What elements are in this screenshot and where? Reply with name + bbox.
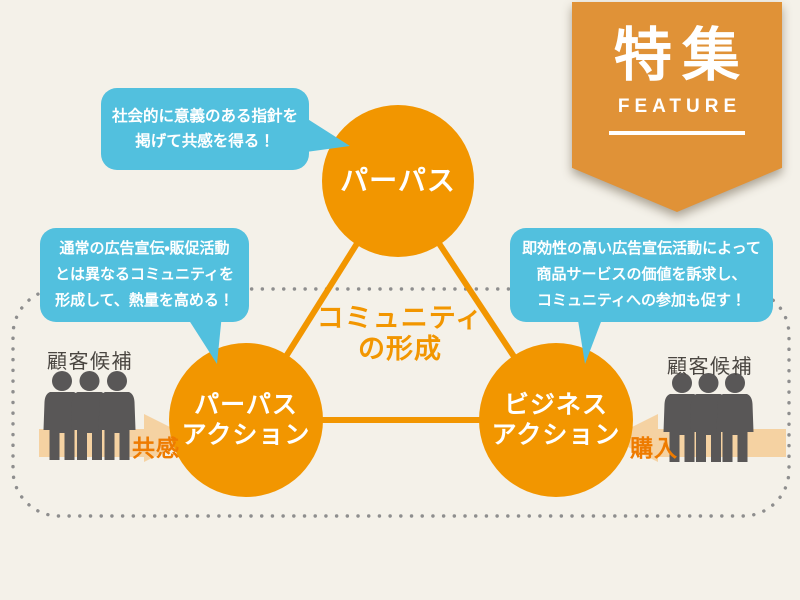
feature-ribbon-shape: 特集 FEATURE — [572, 2, 782, 212]
node-business-action-label: アクション — [491, 421, 621, 449]
community-formation-caption: コミュニティ の形成 — [300, 303, 500, 365]
bubble-text: とは異なるコミュニティを — [54, 266, 235, 283]
node-purpose-action-label: アクション — [181, 421, 311, 449]
feature-ribbon-title: 特集 — [613, 23, 750, 88]
purchase-arrow-label: 購入 — [630, 435, 678, 461]
bubble-text: コミュニティへの参加も促す！ — [536, 292, 747, 309]
bubble-text: 商品サービスの価値を訴求し、 — [536, 266, 747, 283]
sympathy-arrow-label: 共感 — [132, 435, 180, 461]
person-icon — [690, 373, 727, 462]
bubble-text: 形成して、熱量を高める！ — [55, 292, 234, 309]
bubble-text: 掲げて共感を得る！ — [135, 133, 275, 150]
node-business-action-label: ビジネス — [503, 390, 608, 419]
speech-bubble-purpose-action: 通常の広告宣伝・販促活動 とは異なるコミュニティを 形成して、熱量を高める！ — [40, 228, 249, 322]
feature-ribbon-rule — [609, 131, 745, 135]
bubble-text: 通常の広告宣伝・販促活動 — [59, 240, 230, 257]
bubble-text: 社会的に意義のある指針を — [111, 108, 298, 125]
caption-line: の形成 — [358, 334, 442, 364]
node-business-action: ビジネス アクション — [479, 343, 633, 497]
person-icon — [98, 371, 136, 460]
node-purpose-action: パーパス アクション — [169, 343, 323, 497]
caption-line: コミュニティ — [316, 303, 484, 333]
person-icon — [71, 371, 108, 460]
node-purpose-label: パーパス — [340, 164, 456, 196]
feature-ribbon-subtitle: FEATURE — [617, 96, 742, 117]
speech-bubble-purpose: 社会的に意義のある指針を 掲げて共感を得る！ — [101, 88, 309, 170]
node-purpose: パーパス — [322, 105, 474, 257]
person-icon — [716, 373, 754, 462]
people-group-left — [43, 371, 136, 460]
bubble-text: 即効性の高い広告宣伝活動によって — [522, 240, 761, 257]
person-icon — [43, 371, 81, 460]
node-purpose-action-label: パーパス — [194, 390, 298, 419]
prospect-label-left: 顧客候補 — [47, 351, 133, 373]
prospect-label-right: 顧客候補 — [667, 356, 753, 378]
feature-ribbon: 特集 FEATURE — [572, 2, 782, 212]
speech-bubble-business-action: 即効性の高い広告宣伝活動によって 商品サービスの価値を訴求し、 コミュニティへの… — [510, 228, 773, 322]
